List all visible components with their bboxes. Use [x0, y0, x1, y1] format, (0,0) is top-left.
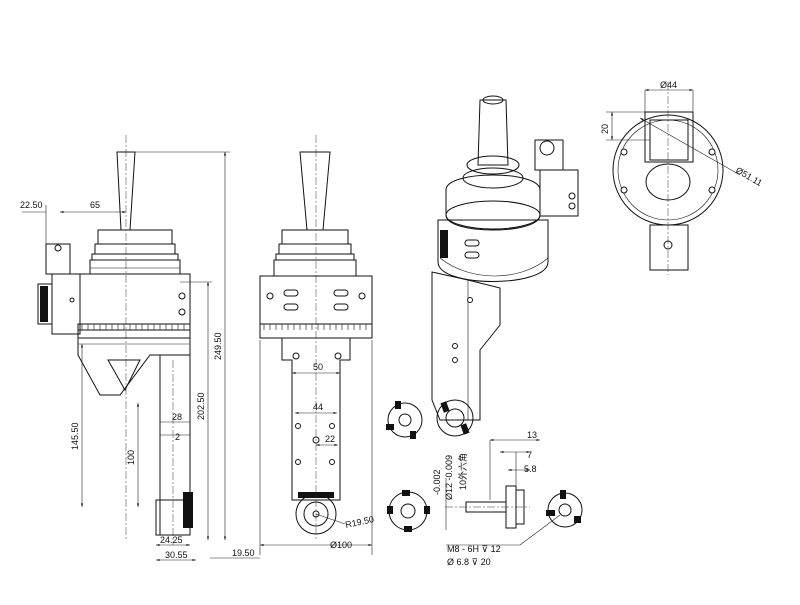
- tolerance-lower: Ø12 -0.009: [444, 455, 454, 500]
- tolerance-upper: -0.002: [432, 469, 442, 495]
- dim-100: 100: [126, 450, 136, 465]
- dim-65: 65: [90, 200, 100, 210]
- dim-20: 20: [600, 124, 610, 134]
- dim-22: 22: [325, 434, 335, 444]
- front-view: 50 44 22 R19.50 Ø100: [259, 135, 375, 555]
- thread-note: M8 - 6H ⊽ 12: [447, 544, 501, 554]
- dim-5-8: 5.8: [524, 464, 537, 474]
- fit-note: 10外六角: [457, 453, 468, 490]
- cutter-detail: 13 7 5.8 -0.002 Ø12 -0.009 10外六角 M8 - 6H…: [386, 401, 583, 567]
- dim-30-55: 30.55: [165, 550, 188, 560]
- dim-249-50: 249.50: [213, 332, 223, 360]
- dim-phi100: Ø100: [330, 540, 352, 550]
- dim-24-25: 24.25: [160, 535, 183, 545]
- dim-2: 2: [175, 432, 180, 442]
- dim-44: 44: [313, 402, 323, 412]
- dim-202-50: 202.50: [196, 392, 206, 420]
- side-view: 65 22.50 249.50 202.50 145.50 100 28 2 2…: [20, 135, 260, 562]
- isometric-view: [431, 95, 579, 437]
- dim-phi44: Ø44: [660, 80, 677, 90]
- dim-7: 7: [527, 450, 532, 460]
- top-view: Ø44 20 Ø51.11: [600, 80, 764, 275]
- dim-19-50: 19.50: [232, 548, 255, 558]
- dim-145-50: 145.50: [70, 422, 80, 450]
- dim-13: 13: [527, 430, 537, 440]
- dim-50: 50: [313, 362, 323, 372]
- drill-note: Ø 6.8 ⊽ 20: [447, 557, 491, 567]
- dim-28: 28: [172, 412, 182, 422]
- dim-phi51-11: Ø51.11: [734, 165, 764, 188]
- dim-r19-50: R19.50: [344, 514, 374, 530]
- dim-22-50: 22.50: [20, 200, 43, 210]
